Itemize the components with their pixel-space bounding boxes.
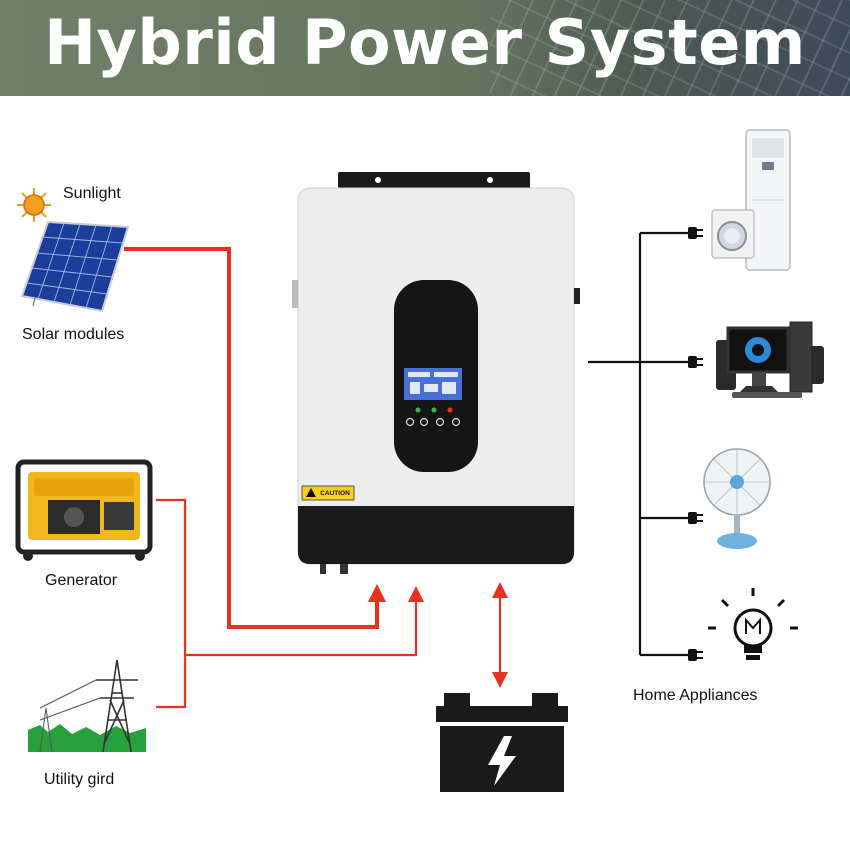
generator-label: Generator	[45, 572, 118, 589]
title-banner: Hybrid Power System	[0, 0, 850, 96]
solar-wire	[124, 247, 379, 629]
caution-label: CAUTION	[320, 490, 350, 497]
air-conditioner-icon	[745, 129, 791, 271]
solar-panel-background	[490, 0, 850, 96]
washing-machine-icon	[711, 209, 755, 259]
inverter-unit: CAUTION	[292, 172, 580, 574]
generator-icon	[15, 459, 153, 561]
light-bulb-icon	[708, 588, 798, 660]
utility-grid-label: Utility gird	[44, 771, 115, 788]
page-title: Hybrid Power System	[44, 6, 806, 79]
home-appliances-label: Home Appliances	[633, 687, 758, 704]
sunlight-label: Sunlight	[63, 185, 121, 202]
ac-input-arrow	[408, 586, 424, 602]
battery-wire	[492, 582, 508, 688]
plug-icon	[688, 227, 703, 661]
generator-grid-wire	[156, 498, 418, 709]
solar-input-arrow	[368, 584, 386, 602]
sun-icon	[17, 188, 51, 222]
fan-icon	[703, 448, 771, 549]
computer-icon	[716, 321, 824, 398]
transmission-tower-icon	[28, 659, 146, 753]
solar-panel-icon	[20, 220, 130, 313]
solar-modules-label: Solar modules	[22, 326, 125, 343]
battery-icon	[436, 693, 568, 792]
load-wire	[588, 231, 690, 657]
